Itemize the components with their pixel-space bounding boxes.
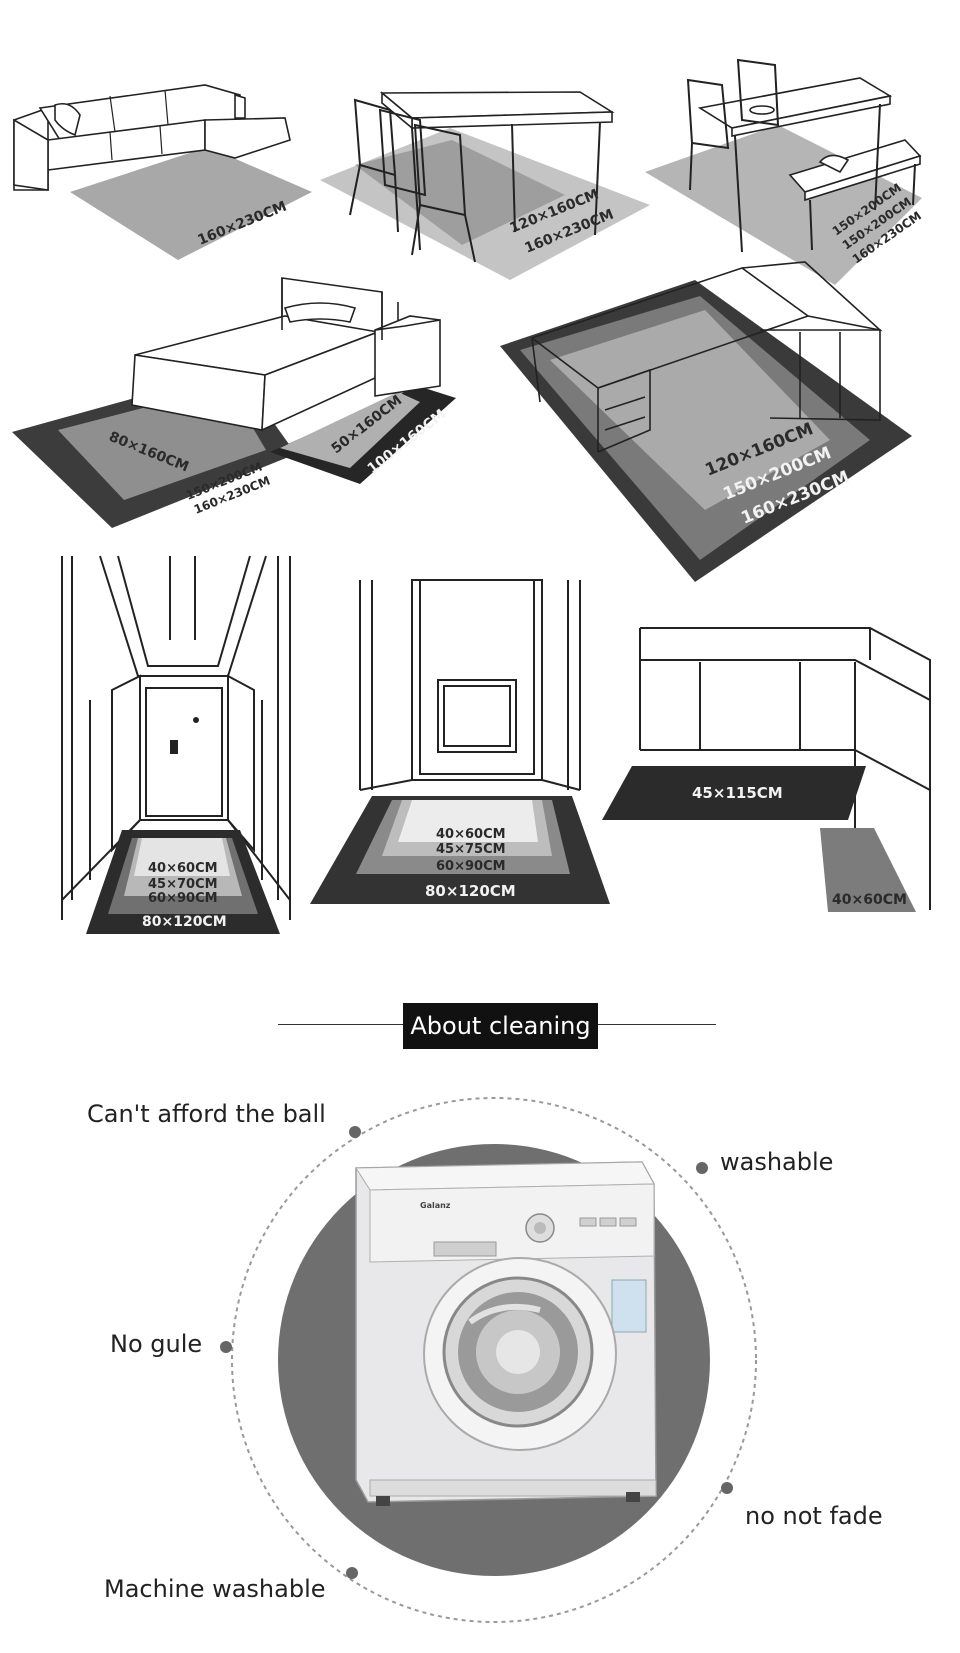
scene-kitchen: 45×115CM 40×60CM <box>602 627 931 912</box>
feature-ball: Can't afford the ball <box>87 1100 326 1128</box>
washer-brand: Galanz <box>420 1201 451 1210</box>
heading-rule-left <box>278 1024 403 1025</box>
heading-rule-right <box>598 1024 716 1025</box>
hallway-size-4: 80×120CM <box>142 914 227 930</box>
entrance-size-3: 60×90CM <box>436 859 506 874</box>
hallway-size-1: 40×60CM <box>148 861 218 876</box>
kitchen-size-1: 45×115CM <box>692 784 783 802</box>
scene-bench-dining: 150×200CM 150×200CM 160×230CM <box>645 58 924 285</box>
ring-dot-ball <box>349 1126 361 1138</box>
section-title: About cleaning <box>403 1003 598 1049</box>
ring-dot-fade <box>721 1482 733 1494</box>
scene-dining: 120×160CM 160×230CM <box>320 91 650 280</box>
entrance-size-4: 80×120CM <box>425 882 516 900</box>
washer-body <box>355 1161 657 1506</box>
feature-machine: Machine washable <box>104 1575 326 1603</box>
entrance-size-1: 40×60CM <box>436 827 506 842</box>
hallway-size-3: 60×90CM <box>148 891 218 906</box>
scene-entrance: 40×60CM 45×75CM 60×90CM 80×120CM <box>310 579 610 904</box>
scene-sofa: 160×230CM <box>13 84 312 260</box>
ring-dot-machine <box>346 1567 358 1579</box>
ring-dot-washable <box>696 1162 708 1174</box>
scene-hallway: 40×60CM 45×70CM 60×90CM 80×120CM <box>61 555 291 934</box>
feature-glue: No gule <box>110 1330 203 1358</box>
hallway-size-2: 45×70CM <box>148 877 218 892</box>
feature-washable: washable <box>720 1148 834 1176</box>
feature-fade: no not fade <box>745 1502 883 1530</box>
scene-bedroom: 80×160CM 150×200CM 160×230CM 50×160CM 10… <box>12 277 456 528</box>
entrance-size-2: 45×75CM <box>436 842 506 857</box>
washing-machine-illustration: Galanz <box>220 1097 757 1623</box>
ring-dot-glue <box>220 1341 232 1353</box>
kitchen-size-2: 40×60CM <box>832 892 907 908</box>
dashed-ring <box>231 1097 757 1623</box>
room-scenes-illustration: 160×230CM 120×160CM 160×230CM <box>12 58 931 934</box>
scene-office: 120×160CM 150×200CM 160×230CM <box>500 261 912 582</box>
